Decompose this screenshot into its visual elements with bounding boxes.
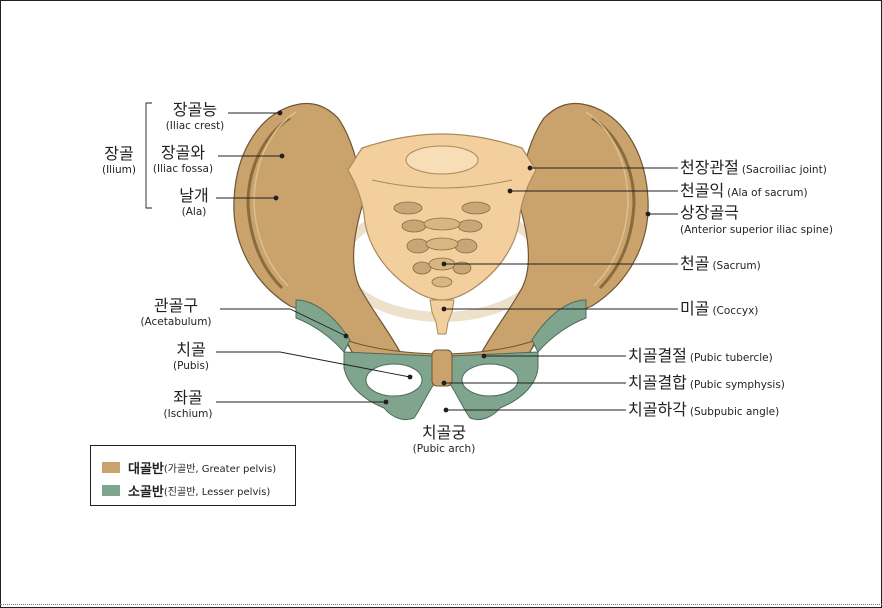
left-obturator-foramen <box>366 364 422 396</box>
label-en: (Pubis) <box>168 361 214 372</box>
label-ko: 천장관절 <box>680 158 739 177</box>
label-en: (Ala of sacrum) <box>727 187 807 199</box>
label-ko: 천골 <box>680 254 709 273</box>
label-ko: 미골 <box>680 299 709 318</box>
label-ala-of-sacrum: 천골익(Ala of sacrum) <box>680 183 808 199</box>
legend-sublabel: (진골반, Lesser pelvis) <box>164 483 270 498</box>
legend-label: 대골반 <box>128 458 164 477</box>
label-ko: 치골하각 <box>628 400 687 419</box>
label-ischium: 좌골 (Ischium) <box>160 390 216 420</box>
label-ko: 장골능 <box>163 102 227 118</box>
legend-item-lesser-pelvis: 소골반 (진골반, Lesser pelvis) <box>102 481 270 500</box>
legend: 대골반 (가골반, Greater pelvis) 소골반 (진골반, Less… <box>90 445 296 506</box>
label-en: (Iliac fossa) <box>150 164 216 175</box>
label-pubic-symphysis: 치골결합(Pubic symphysis) <box>628 375 785 391</box>
label-pubis: 치골 (Pubis) <box>168 342 214 372</box>
label-en: (Ala) <box>172 207 216 218</box>
label-iliac-fossa: 장골와 (Iliac fossa) <box>150 145 216 175</box>
label-en: (Sacroiliac joint) <box>742 164 827 176</box>
label-ko: 치골결절 <box>628 346 687 365</box>
label-en: (Acetabulum) <box>134 317 218 328</box>
label-sacroiliac-joint: 천장관절(Sacroiliac joint) <box>680 160 827 176</box>
legend-item-greater-pelvis: 대골반 (가골반, Greater pelvis) <box>102 458 276 477</box>
label-ko: 치골결합 <box>628 373 687 392</box>
label-ko: 치골 <box>168 342 214 358</box>
label-ko: 좌골 <box>160 390 216 406</box>
label-acetabulum: 관골구 (Acetabulum) <box>134 298 218 328</box>
label-ko: 장골 <box>96 146 142 162</box>
label-iliac-crest: 장골능 (Iliac crest) <box>163 102 227 132</box>
label-en: (Pubic symphysis) <box>690 379 785 391</box>
coccyx <box>430 300 454 334</box>
label-en: (Ischium) <box>160 409 216 420</box>
label-en: (Sacrum) <box>712 260 760 272</box>
label-pubic-tubercle: 치골결절(Pubic tubercle) <box>628 348 773 364</box>
label-en: (Anterior superior iliac spine) <box>680 225 833 236</box>
label-subpubic-angle: 치골하각(Subpubic angle) <box>628 402 779 418</box>
label-asis: 상장골극 (Anterior superior iliac spine) <box>680 205 833 236</box>
label-ko: 상장골극 <box>680 205 833 221</box>
label-ko: 날개 <box>172 188 216 204</box>
label-sacrum: 천골(Sacrum) <box>680 256 761 272</box>
legend-swatch-lesser <box>102 485 120 496</box>
label-ko: 관골구 <box>134 298 218 314</box>
bottom-divider <box>0 604 882 605</box>
legend-label: 소골반 <box>128 481 164 500</box>
right-obturator-foramen <box>462 364 518 396</box>
pubic-symphysis <box>432 350 452 386</box>
label-en: (Pubic arch) <box>404 444 484 455</box>
legend-swatch-greater <box>102 462 120 473</box>
label-pubic-arch: 치골궁 (Pubic arch) <box>404 425 484 455</box>
label-coccyx: 미골(Coccyx) <box>680 301 758 317</box>
label-ko: 치골궁 <box>404 425 484 441</box>
label-en: (Coccyx) <box>712 305 758 317</box>
label-ko: 천골익 <box>680 181 724 200</box>
label-en: (Ilium) <box>96 165 142 176</box>
label-en: (Subpubic angle) <box>690 406 779 418</box>
label-ko: 장골와 <box>150 145 216 161</box>
label-ilium: 장골 (Ilium) <box>96 146 142 176</box>
label-en: (Iliac crest) <box>163 121 227 132</box>
legend-sublabel: (가골반, Greater pelvis) <box>164 460 276 475</box>
label-ala: 날개 (Ala) <box>172 188 216 218</box>
label-en: (Pubic tubercle) <box>690 352 773 364</box>
sacral-promontory <box>406 146 478 174</box>
